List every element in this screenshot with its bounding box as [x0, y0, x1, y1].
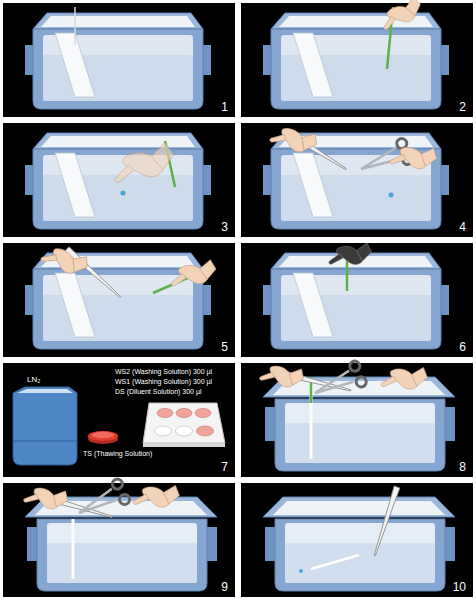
panel-backgrounds [241, 3, 473, 117]
thawing-dish [88, 431, 118, 441]
step-4-scene [389, 193, 394, 198]
step-panel: 9 [3, 483, 235, 597]
step-2-scene [263, 13, 449, 109]
step-panel: 1 [3, 3, 235, 117]
ln2-label: LN₂ [27, 376, 40, 385]
step-3-scene [110, 142, 177, 184]
step-number: 4 [459, 221, 466, 233]
four-well-plate [176, 426, 193, 436]
thawing-dish [92, 432, 114, 438]
step-8-scene [309, 360, 367, 405]
step-1-scene [25, 7, 211, 109]
step-1-scene [74, 7, 76, 45]
step-10-scene [311, 555, 359, 569]
step-6-scene [263, 243, 449, 349]
ln2-cup [13, 387, 77, 465]
ln2-cup [13, 387, 77, 465]
step-number: 2 [459, 101, 466, 113]
four-well-plate [143, 403, 225, 443]
step-5-scene [65, 247, 123, 300]
solution-label: TS (Thawing Solution) [83, 450, 152, 458]
step-4-scene [263, 120, 449, 229]
four-well-plate [155, 426, 172, 436]
step-number: 9 [221, 581, 228, 593]
step-8-scene [381, 364, 428, 391]
step-5-scene [40, 240, 91, 280]
panel-backgrounds [3, 363, 235, 477]
step-2-scene [263, 0, 449, 109]
solution-label: WS2 (Washing Solution) 300 µl [115, 368, 212, 376]
step-9-scene [133, 482, 180, 509]
step-panel: 10 [241, 483, 473, 597]
step-number: 8 [459, 461, 466, 473]
step-4-scene [293, 153, 333, 217]
step-number: 1 [221, 101, 228, 113]
step-4-scene [269, 120, 320, 157]
step-panel: 6 [241, 243, 473, 357]
step-6-scene [293, 273, 333, 337]
step-3-scene [110, 142, 177, 184]
four-well-plate [195, 409, 211, 418]
step-5-scene [25, 240, 217, 349]
step-4-scene [390, 141, 439, 171]
step-8-scene [259, 359, 455, 471]
solution-label: WS1 (Washing Solution) 300 µl [115, 378, 212, 386]
step-10-scene [372, 486, 400, 556]
step-8-scene [263, 377, 455, 471]
step-1-scene [25, 13, 211, 109]
step-3-scene [25, 133, 211, 229]
step-2-scene [293, 33, 333, 97]
step-number: 3 [221, 221, 228, 233]
step-10-scene [299, 569, 303, 573]
step-9-scene [23, 477, 217, 591]
step-panel: 2 [241, 3, 473, 117]
step-panel: 3 [3, 123, 235, 237]
step-5-scene [55, 273, 95, 337]
four-well-plate [197, 426, 214, 436]
solution-label: DS (Diluent Solution) 300 µl [115, 388, 202, 396]
step-3-scene [55, 153, 95, 217]
step-9-scene [72, 519, 75, 579]
panel-backgrounds [3, 3, 235, 117]
four-well-plate [157, 409, 173, 418]
step-3-scene [25, 133, 211, 229]
panel-backgrounds [241, 243, 473, 357]
step-10-scene [263, 497, 455, 591]
step-9-scene [23, 481, 70, 513]
step-3-scene [121, 191, 126, 196]
ln2-cup [13, 441, 77, 442]
step-10-scene [263, 486, 455, 591]
step-number: 10 [453, 581, 466, 593]
step-6-scene [329, 243, 372, 264]
step-number: 7 [221, 461, 228, 473]
step-9-scene [25, 497, 217, 591]
thawing-dish [88, 431, 118, 444]
step-5-scene [170, 259, 217, 286]
step-number: 6 [459, 341, 466, 353]
step-panel: 4 [241, 123, 473, 237]
four-well-plate [176, 409, 192, 418]
four-well-plate [143, 403, 225, 447]
panel-backgrounds [3, 123, 235, 237]
four-well-plate [143, 443, 225, 447]
step-9-scene [73, 477, 132, 523]
step-2-scene [377, 0, 424, 30]
step-7-scene [13, 387, 225, 465]
step-panel: 5 [3, 243, 235, 357]
step-number: 5 [221, 341, 228, 353]
step-6-scene [263, 253, 449, 349]
panel-backgrounds [3, 243, 235, 357]
ln2-cup [17, 389, 73, 393]
step-panel: 8 [241, 363, 473, 477]
panel-backgrounds [241, 483, 473, 597]
panel-backgrounds [3, 3, 473, 597]
step-8-scene [259, 359, 306, 391]
